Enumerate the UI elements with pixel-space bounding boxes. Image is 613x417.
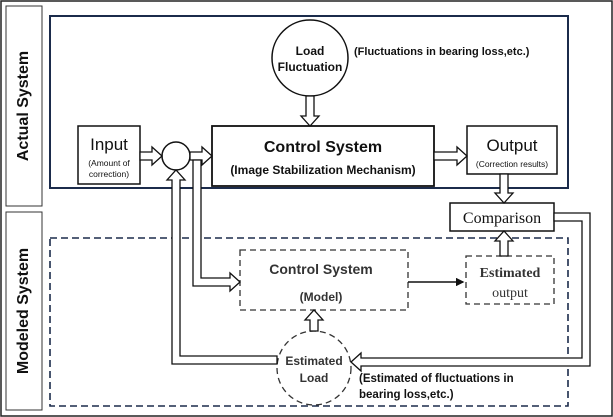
estimated-load-note-line1: (Estimated of fluctuations in [359, 373, 514, 385]
output-box [466, 125, 558, 175]
input-sub-line1: (Amount of [88, 158, 130, 168]
estimated-output-line1: Estimated [480, 266, 541, 281]
input-sub-line2: correction) [89, 169, 129, 179]
estimated-output-line2: output [492, 286, 528, 301]
output-title: Output [486, 136, 537, 155]
input-title: Input [90, 135, 128, 154]
estimated-output-box [465, 255, 555, 305]
actual-system-label-panel [5, 5, 43, 207]
estimated-load-line2: Load [300, 371, 329, 385]
actual-system-label: Actual System [15, 51, 32, 161]
estimated-load-node [276, 330, 352, 406]
estimated-load-line1: Estimated [285, 354, 342, 368]
arrow-junction-to-model [192, 159, 241, 293]
comparison-label: Comparison [463, 210, 541, 227]
model-title: Control System [269, 261, 372, 277]
comparison-box [449, 202, 555, 232]
modeled-system-label-panel [5, 211, 43, 411]
control-system-box [211, 125, 435, 187]
arrow-load-to-control [299, 95, 321, 127]
model-sub: (Model) [300, 290, 343, 304]
modeled-system-label: Modeled System [15, 248, 32, 374]
arrow-estimated-load-to-junction [165, 169, 278, 365]
load-note: (Fluctuations in bearing loss,etc.) [354, 46, 530, 58]
load-label-line2: Fluctuation [278, 60, 343, 74]
estimated-load-note-line2: bearing loss,etc.) [359, 389, 454, 401]
actual-system-frame [49, 15, 569, 189]
control-model-box [239, 249, 409, 311]
load-label-line1: Load [296, 44, 325, 58]
arrow-input-to-junction [139, 145, 163, 167]
arrow-output-to-comparison [493, 173, 515, 204]
control-system-sub: (Image Stabilization Mechanism) [230, 163, 415, 177]
modeled-system-frame [49, 237, 569, 407]
input-box [77, 125, 141, 185]
summing-junction [161, 141, 191, 171]
arrow-junction-to-control [189, 145, 213, 167]
arrow-estimated-output-to-comparison [493, 230, 515, 257]
output-sub: (Correction results) [476, 159, 548, 169]
arrow-control-to-output [433, 145, 468, 167]
arrow-comparison-to-estimated-load [350, 212, 591, 373]
control-system-title: Control System [264, 139, 382, 156]
load-fluctuation-node [271, 19, 349, 97]
arrow-estimated-load-to-model [303, 309, 325, 332]
